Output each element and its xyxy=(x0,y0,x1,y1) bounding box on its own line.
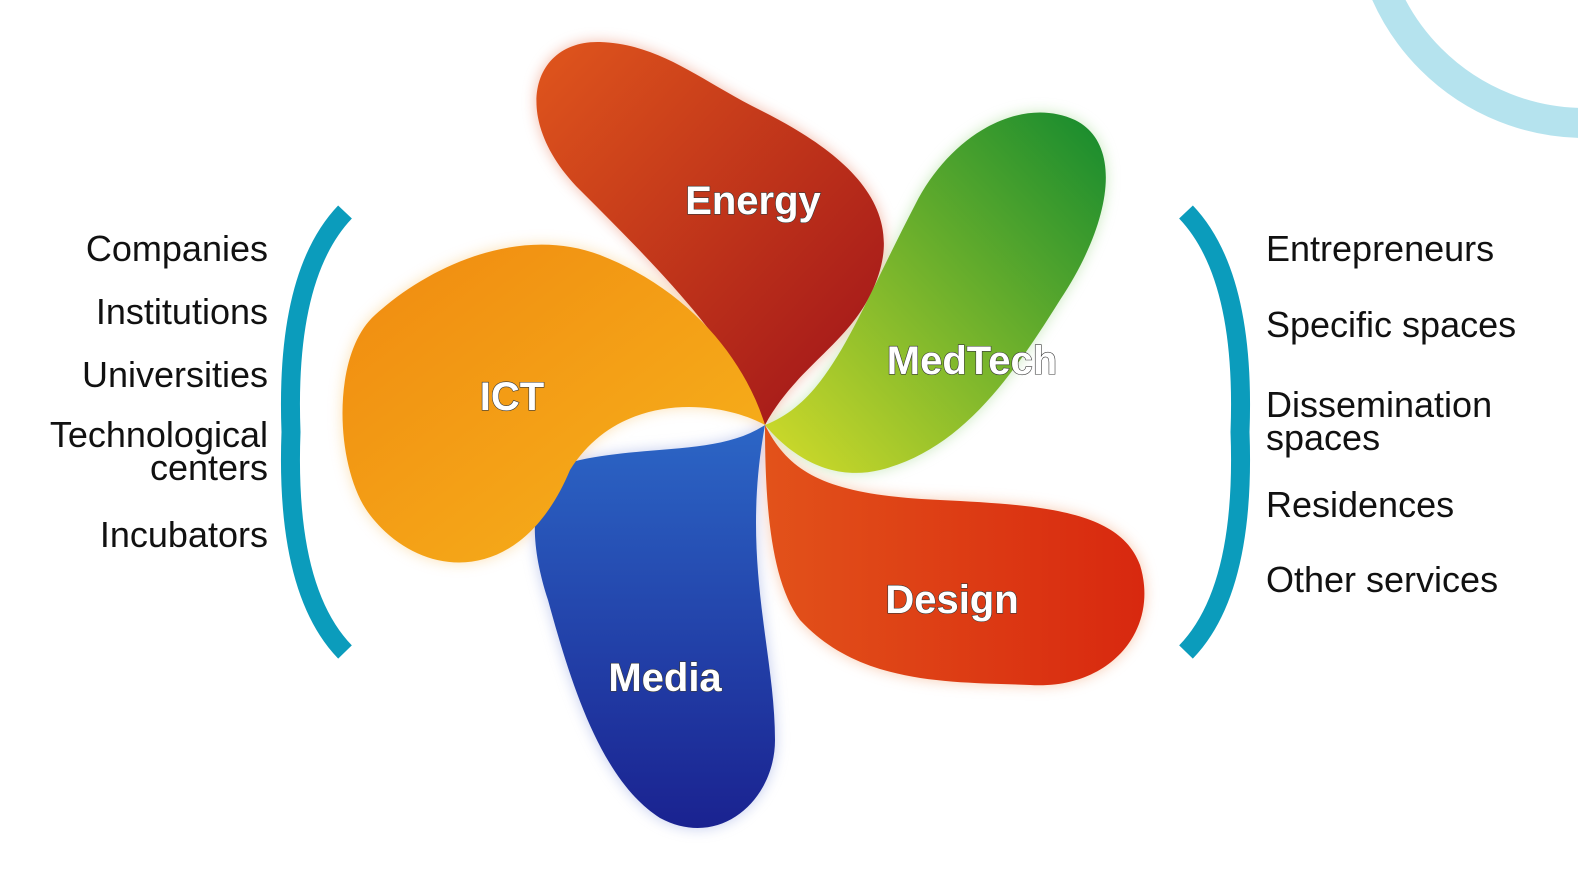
petal-design xyxy=(765,425,1145,686)
left-list-item-technological-centers: Technological centers xyxy=(49,414,268,488)
right-list-item-entrepreneurs: Entrepreneurs xyxy=(1266,228,1495,269)
left-list-item-institutions: Institutions xyxy=(95,291,268,332)
left-list-item-incubators: Incubators xyxy=(99,514,268,555)
petal-label-energy: Energy xyxy=(685,179,821,223)
right-bracket xyxy=(1178,205,1250,659)
corner-ring xyxy=(1372,0,1578,138)
right-list-item-other-services: Other services xyxy=(1266,559,1499,600)
petal-ict xyxy=(342,244,765,563)
left-list-item-universities: Universities xyxy=(81,354,268,395)
right-list-item-dissemination-spaces: Dissemination spaces xyxy=(1266,384,1493,458)
petal-medtech xyxy=(765,112,1106,473)
petal-label-ict: ICT xyxy=(480,375,544,419)
left-bracket xyxy=(281,205,353,659)
right-list-item-specific-spaces: Specific spaces xyxy=(1266,304,1517,345)
right-list-item-residences: Residences xyxy=(1266,484,1455,525)
petal-label-design: Design xyxy=(885,578,1018,622)
petal-media xyxy=(534,425,775,828)
left-list-item-companies: Companies xyxy=(85,228,268,269)
petal-energy xyxy=(536,41,884,425)
petal-label-media: Media xyxy=(608,656,722,700)
petal-label-medtech: MedTech xyxy=(887,339,1057,383)
